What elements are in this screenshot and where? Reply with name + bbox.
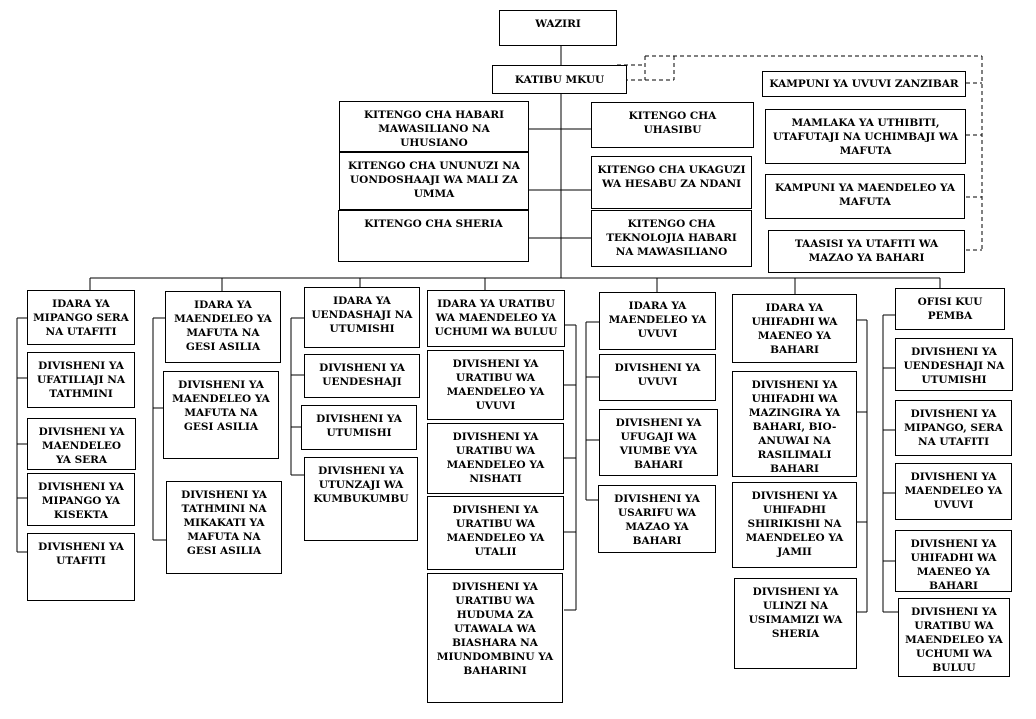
kampuni-uvuvi-box: KAMPUNI YA UVUVI ZANZIBAR	[762, 71, 966, 97]
idara-uchumi-buluu-box: IDARA YA URATIBU WA MAENDELEO YA UCHUMI …	[427, 290, 565, 347]
division-box: DIVISHENI YA UVUVI	[599, 354, 716, 401]
division-box: DIVISHENI YA UFATILIAJI NA TATHMINI	[27, 352, 135, 408]
division-box: DIVISHENI YA UTUMISHI	[301, 405, 417, 450]
division-box: DIVISHENI YA UFUGAJI WA VIUMBE VYA BAHAR…	[599, 409, 718, 476]
division-box: DIVISHENI YA MAENDELEO YA UVUVI	[895, 463, 1012, 520]
idara-uendashaji-box: IDARA YA UENDASHAJI NA UTUMISHI	[304, 287, 420, 348]
division-box: DIVISHENI YA URATIBU WA MAENDELEO YA UTA…	[427, 496, 564, 570]
division-box: DIVISHENI YA UENDESHAJI	[304, 354, 420, 398]
division-box: DIVISHENI YA UTAFITI	[27, 533, 135, 601]
division-box: DIVISHENI YA URATIBU WA HUDUMA ZA UTAWAL…	[427, 573, 563, 703]
taasisi-utafiti-box: TAASISI YA UTAFITI WA MAZAO YA BAHARI	[768, 230, 965, 273]
idara-mipango-box: IDARA YA MIPANGO SERA NA UTAFITI	[27, 290, 135, 345]
katibu-mkuu-box: KATIBU MKUU	[492, 65, 627, 94]
idara-uhifadhi-box: IDARA YA UHIFADHI WA MAENEO YA BAHARI	[732, 294, 857, 363]
division-box: DIVISHENI YA TATHMINI NA MIKAKATI YA MAF…	[166, 481, 282, 574]
idara-uvuvi-box: IDARA YA MAENDELEO YA UVUVI	[599, 292, 716, 350]
mamlaka-mafuta-box: MAMLAKA YA UTHIBITI, UTAFUTAJI NA UCHIMB…	[765, 109, 966, 164]
division-box: DIVISHENI YA UHIFADHI WA MAZINGIRA YA BA…	[732, 371, 857, 477]
division-box: DIVISHENI YA URATIBU WA MAENDELEO YA NIS…	[427, 423, 564, 494]
division-box: DIVISHENI YA UTUNZAJI WA KUMBUKUMBU	[304, 457, 418, 541]
kitengo-ukaguzi-box: KITENGO CHA UKAGUZI WA HESABU ZA NDANI	[591, 156, 752, 209]
division-box: DIVISHENI YA ULINZI NA USIMAMIZI WA SHER…	[734, 578, 857, 669]
ofisi-kuu-pemba-box: OFISI KUU PEMBA	[895, 288, 1005, 330]
waziri-box: WAZIRI	[499, 10, 617, 46]
division-box: DIVISHENI YA URATIBU WA MAENDELEO YA UVU…	[427, 350, 564, 420]
kampuni-maendeleo-mafuta-box: KAMPUNI YA MAENDELEO YA MAFUTA	[765, 174, 965, 219]
division-box: DIVISHENI YA MIPANGO YA KISEKTA	[27, 473, 135, 526]
division-box: DIVISHENI YA UHIFADHI WA MAENEO YA BAHAR…	[895, 530, 1012, 592]
division-box: DIVISHENI YA USARIFU WA MAZAO YA BAHARI	[598, 485, 716, 553]
division-box: DIVISHENI YA MAENDELEO YA SERA	[27, 418, 136, 470]
idara-mafuta-box: IDARA YA MAENDELEO YA MAFUTA NA GESI ASI…	[165, 291, 281, 363]
kitengo-ununuzi-box: KITENGO CHA UNUNUZI NA UONDOSHAAJI WA MA…	[339, 152, 529, 210]
kitengo-sheria-box: KITENGO CHA SHERIA	[338, 210, 529, 262]
kitengo-teknolojia-box: KITENGO CHA TEKNOLOJIA HABARI NA MAWASIL…	[591, 210, 752, 267]
division-box: DIVISHENI YA UENDESHAJI NA UTUMISHI	[895, 338, 1013, 391]
division-box: DIVISHENI YA MIPANGO, SERA NA UTAFITI	[895, 400, 1012, 456]
division-box: DIVISHENI YA URATIBU WA MAENDELEO YA UCH…	[898, 598, 1010, 677]
kitengo-habari-box: KITENGO CHA HABARI MAWASILIANO NA UHUSIA…	[339, 101, 529, 152]
division-box: DIVISHENI YA UHIFADHI SHIRIKISHI NA MAEN…	[732, 482, 857, 568]
kitengo-uhasibu-box: KITENGO CHA UHASIBU	[591, 102, 754, 148]
division-box: DIVISHENI YA MAENDELEO YA MAFUTA NA GESI…	[163, 371, 279, 459]
